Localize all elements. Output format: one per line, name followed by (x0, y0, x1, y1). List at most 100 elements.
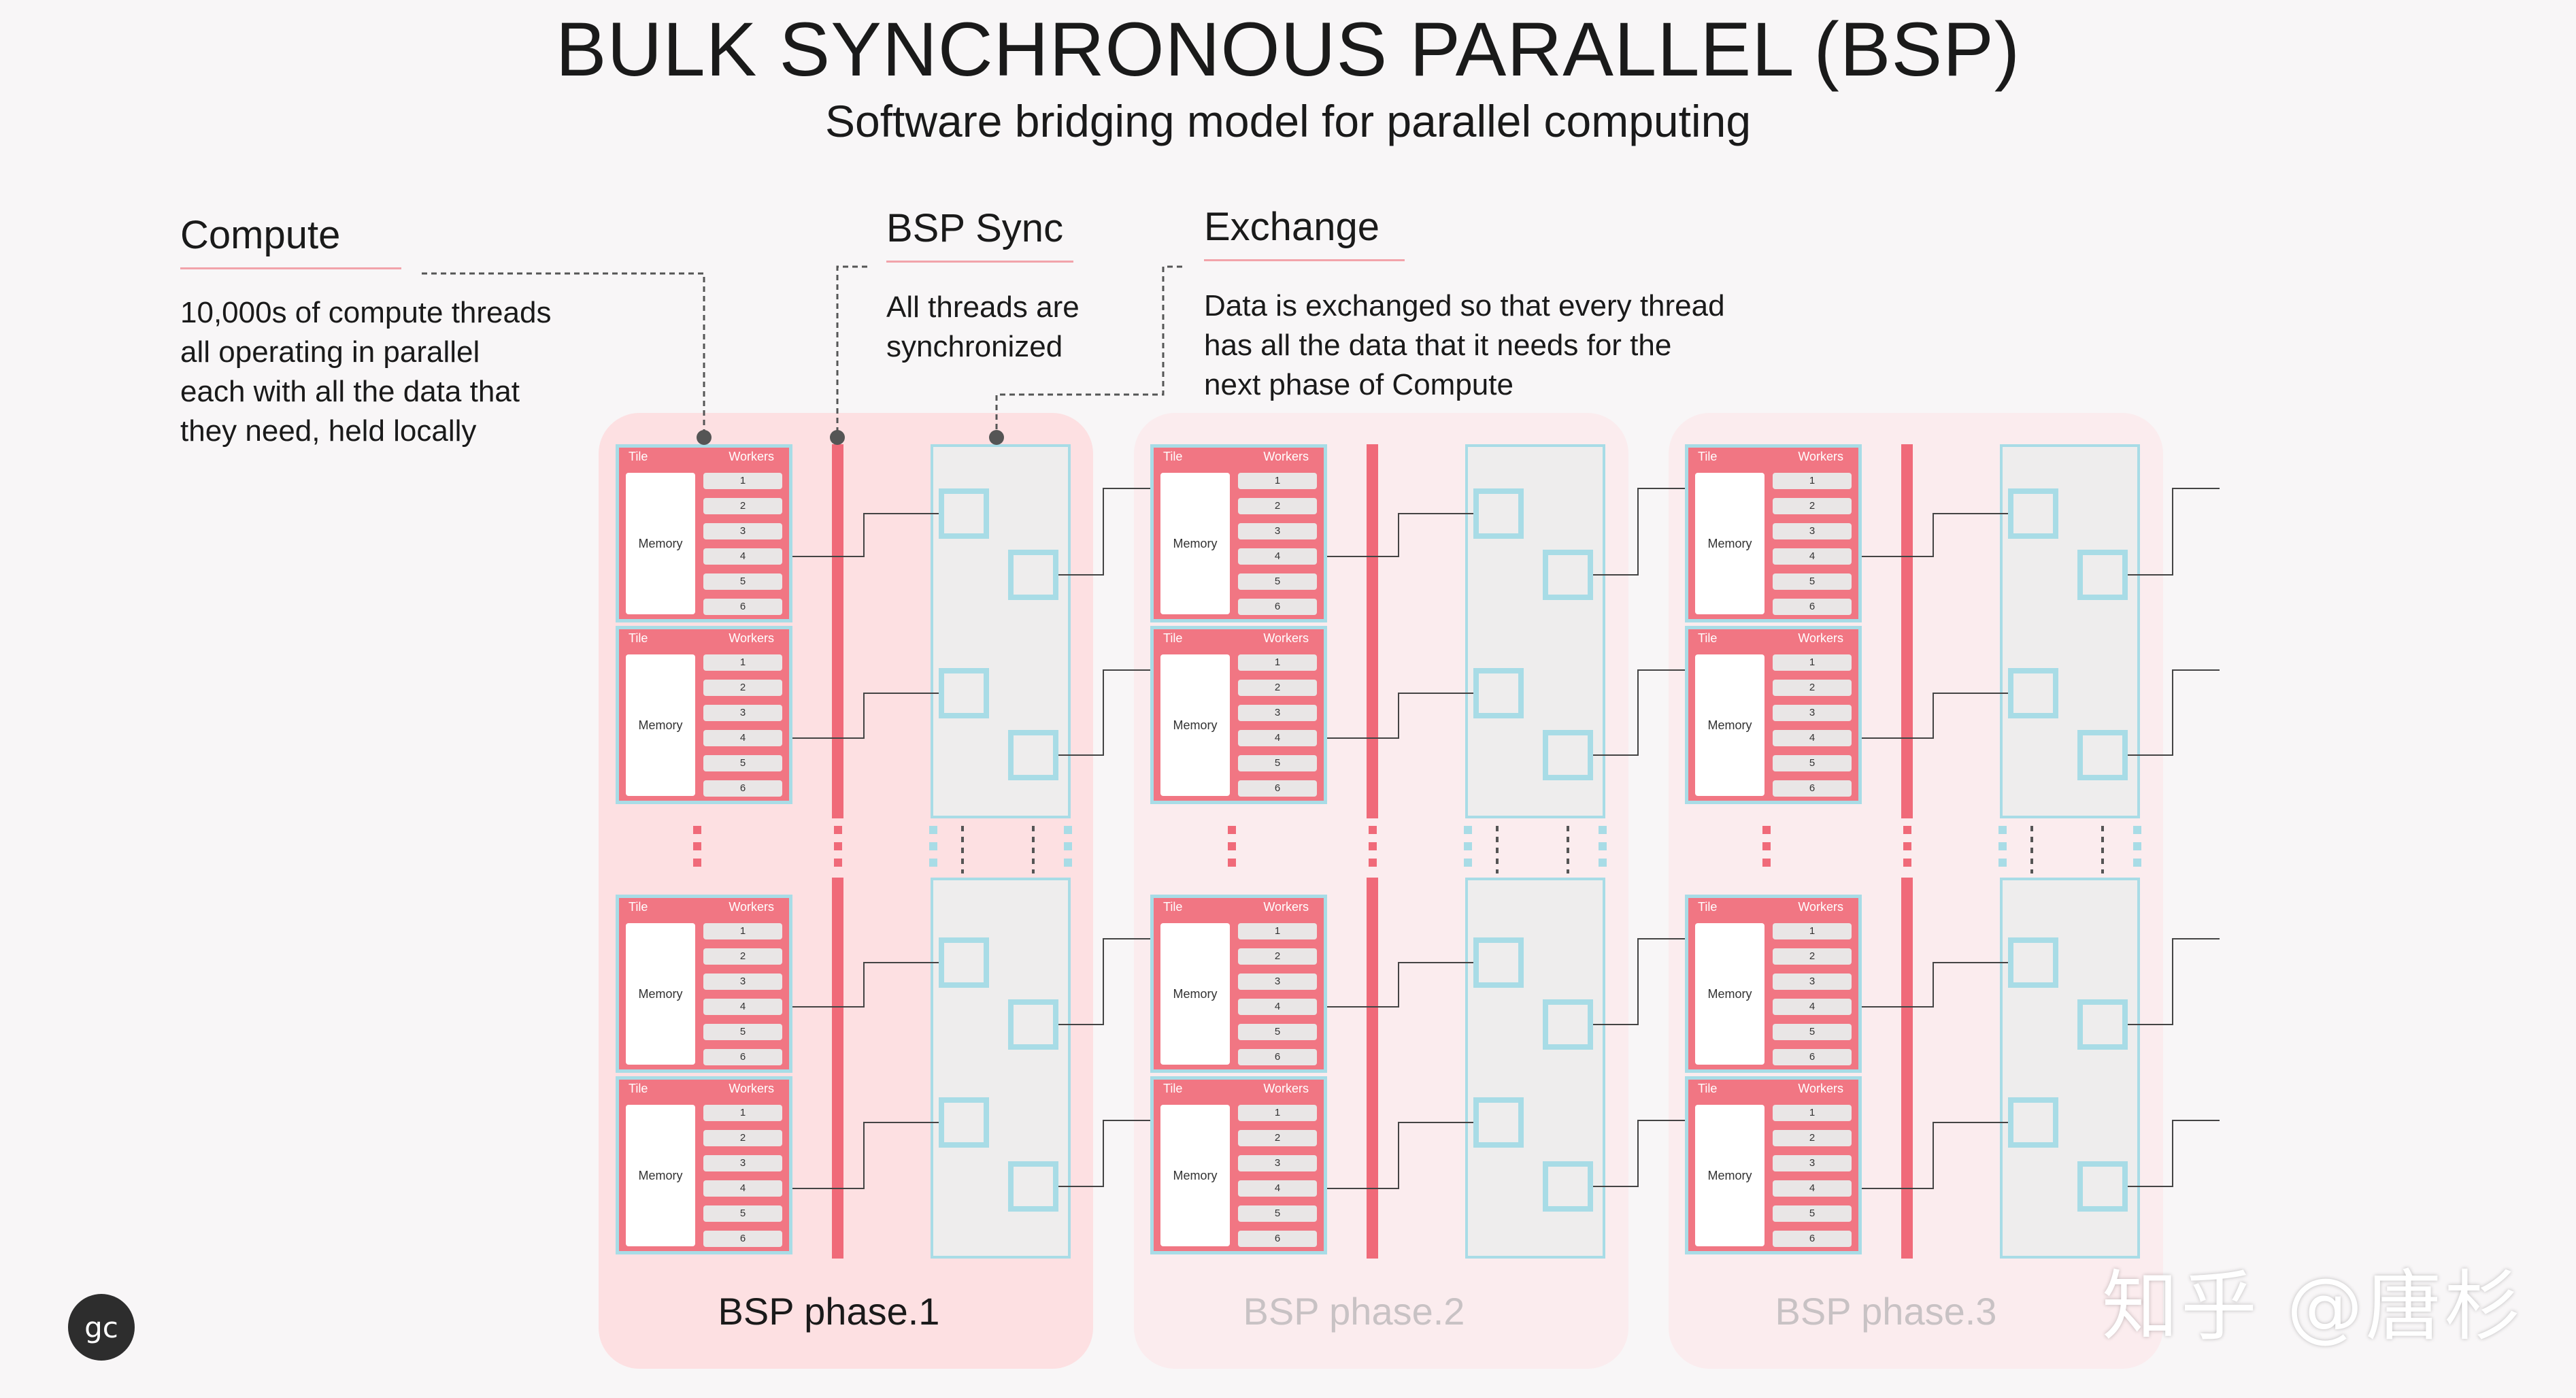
sync-bar-ellipsis (834, 826, 842, 873)
exchange-ellipsis (1032, 826, 1035, 873)
sync-bar (832, 878, 843, 1259)
workers-label: Workers (729, 1082, 774, 1095)
worker-thread: 1 (1773, 473, 1852, 489)
exchange-port (2008, 937, 2058, 988)
sync-bar (1367, 878, 1378, 1259)
worker-thread: 6 (1238, 599, 1317, 615)
worker-thread: 3 (1238, 1155, 1317, 1171)
worker-thread: 2 (703, 498, 782, 514)
worker-thread: 4 (1238, 999, 1317, 1015)
workers-label: Workers (729, 631, 774, 645)
worker-thread: 3 (1773, 523, 1852, 539)
tile-label: Tile (629, 900, 648, 914)
worker-thread: 1 (1773, 1105, 1852, 1121)
exchange-connector (2128, 1120, 2220, 1187)
exchange-port (1473, 668, 1524, 718)
exchange-port (1543, 1161, 1593, 1212)
worker-thread: 6 (703, 780, 782, 797)
exchange-connector (792, 962, 939, 1008)
exchange-connector (1058, 669, 1150, 756)
worker-thread: 6 (703, 599, 782, 615)
workers-label: Workers (729, 450, 774, 463)
sync-bar (1901, 878, 1913, 1259)
workers-label: Workers (1263, 631, 1309, 645)
exchange-connector (1058, 938, 1150, 1025)
exchange-port (939, 1097, 989, 1148)
worker-thread: 1 (703, 923, 782, 939)
worker-thread: 2 (703, 680, 782, 696)
tile-label: Tile (1163, 900, 1183, 914)
exchange-connector (1593, 488, 1685, 576)
exchange-fabric (1465, 444, 1605, 818)
exchange-connector (2128, 669, 2220, 756)
worker-thread: 4 (1238, 730, 1317, 746)
worker-thread: 6 (1773, 599, 1852, 615)
exchange-port (2008, 1097, 2058, 1148)
exchange-port (1473, 488, 1524, 539)
worker-thread: 4 (1773, 1180, 1852, 1197)
exchange-connector (1327, 962, 1473, 1008)
worker-thread: 5 (703, 1205, 782, 1222)
exchange-ellipsis (2133, 826, 2141, 873)
sync-bar (1901, 444, 1913, 818)
worker-thread: 6 (703, 1231, 782, 1247)
tile-label: Tile (1698, 1082, 1718, 1095)
exchange-fabric (2000, 444, 2140, 818)
worker-thread: 2 (1773, 498, 1852, 514)
exchange-fabric (931, 444, 1071, 818)
exchange-connector (1327, 1122, 1473, 1189)
worker-thread: 6 (1238, 780, 1317, 797)
worker-thread: 6 (1773, 1049, 1852, 1065)
workers-label: Workers (1263, 450, 1309, 463)
worker-thread: 4 (703, 730, 782, 746)
worker-thread: 3 (703, 705, 782, 721)
memory-block: Memory (626, 1105, 695, 1246)
memory-block: Memory (1695, 1105, 1764, 1246)
exchange-port (1473, 937, 1524, 988)
worker-thread: 4 (1773, 730, 1852, 746)
exchange-connector (1862, 513, 2008, 557)
memory-block: Memory (1695, 654, 1764, 796)
exchange-ellipsis (961, 826, 964, 873)
sync-bar-ellipsis (1369, 826, 1377, 873)
tiles-ellipsis (1228, 826, 1236, 873)
worker-thread: 2 (1238, 948, 1317, 965)
worker-thread: 5 (703, 573, 782, 590)
tile-label: Tile (629, 450, 648, 463)
exchange-connector (1327, 693, 1473, 739)
worker-thread: 5 (1238, 1205, 1317, 1222)
exchange-connector (2128, 488, 2220, 576)
sync-bar-ellipsis (1903, 826, 1911, 873)
worker-thread: 5 (1773, 755, 1852, 771)
worker-thread: 6 (1773, 780, 1852, 797)
exchange-description: Data is exchanged so that every thread h… (1204, 286, 1725, 405)
exchange-connector (1593, 1120, 1685, 1187)
phase-label-2: BSP phase.2 (1243, 1290, 1465, 1333)
exchange-leader-dot (989, 430, 1004, 445)
exchange-port (939, 937, 989, 988)
worker-thread: 4 (1238, 548, 1317, 565)
exchange-ellipsis (929, 826, 937, 873)
tile-label: Tile (1698, 900, 1718, 914)
exchange-port (2077, 550, 2128, 600)
compute-leader-line (422, 272, 705, 437)
worker-thread: 1 (703, 654, 782, 671)
memory-block: Memory (1695, 473, 1764, 614)
worker-thread: 4 (1773, 999, 1852, 1015)
worker-thread: 3 (1238, 973, 1317, 990)
worker-thread: 6 (1238, 1231, 1317, 1247)
tile-label: Tile (1698, 450, 1718, 463)
exchange-connector (1058, 1120, 1150, 1187)
exchange-connector (1058, 488, 1150, 576)
worker-thread: 1 (1238, 1105, 1317, 1121)
exchange-leader-line (995, 265, 1182, 437)
worker-thread: 2 (703, 948, 782, 965)
worker-thread: 2 (1773, 948, 1852, 965)
exchange-port (2077, 1161, 2128, 1212)
